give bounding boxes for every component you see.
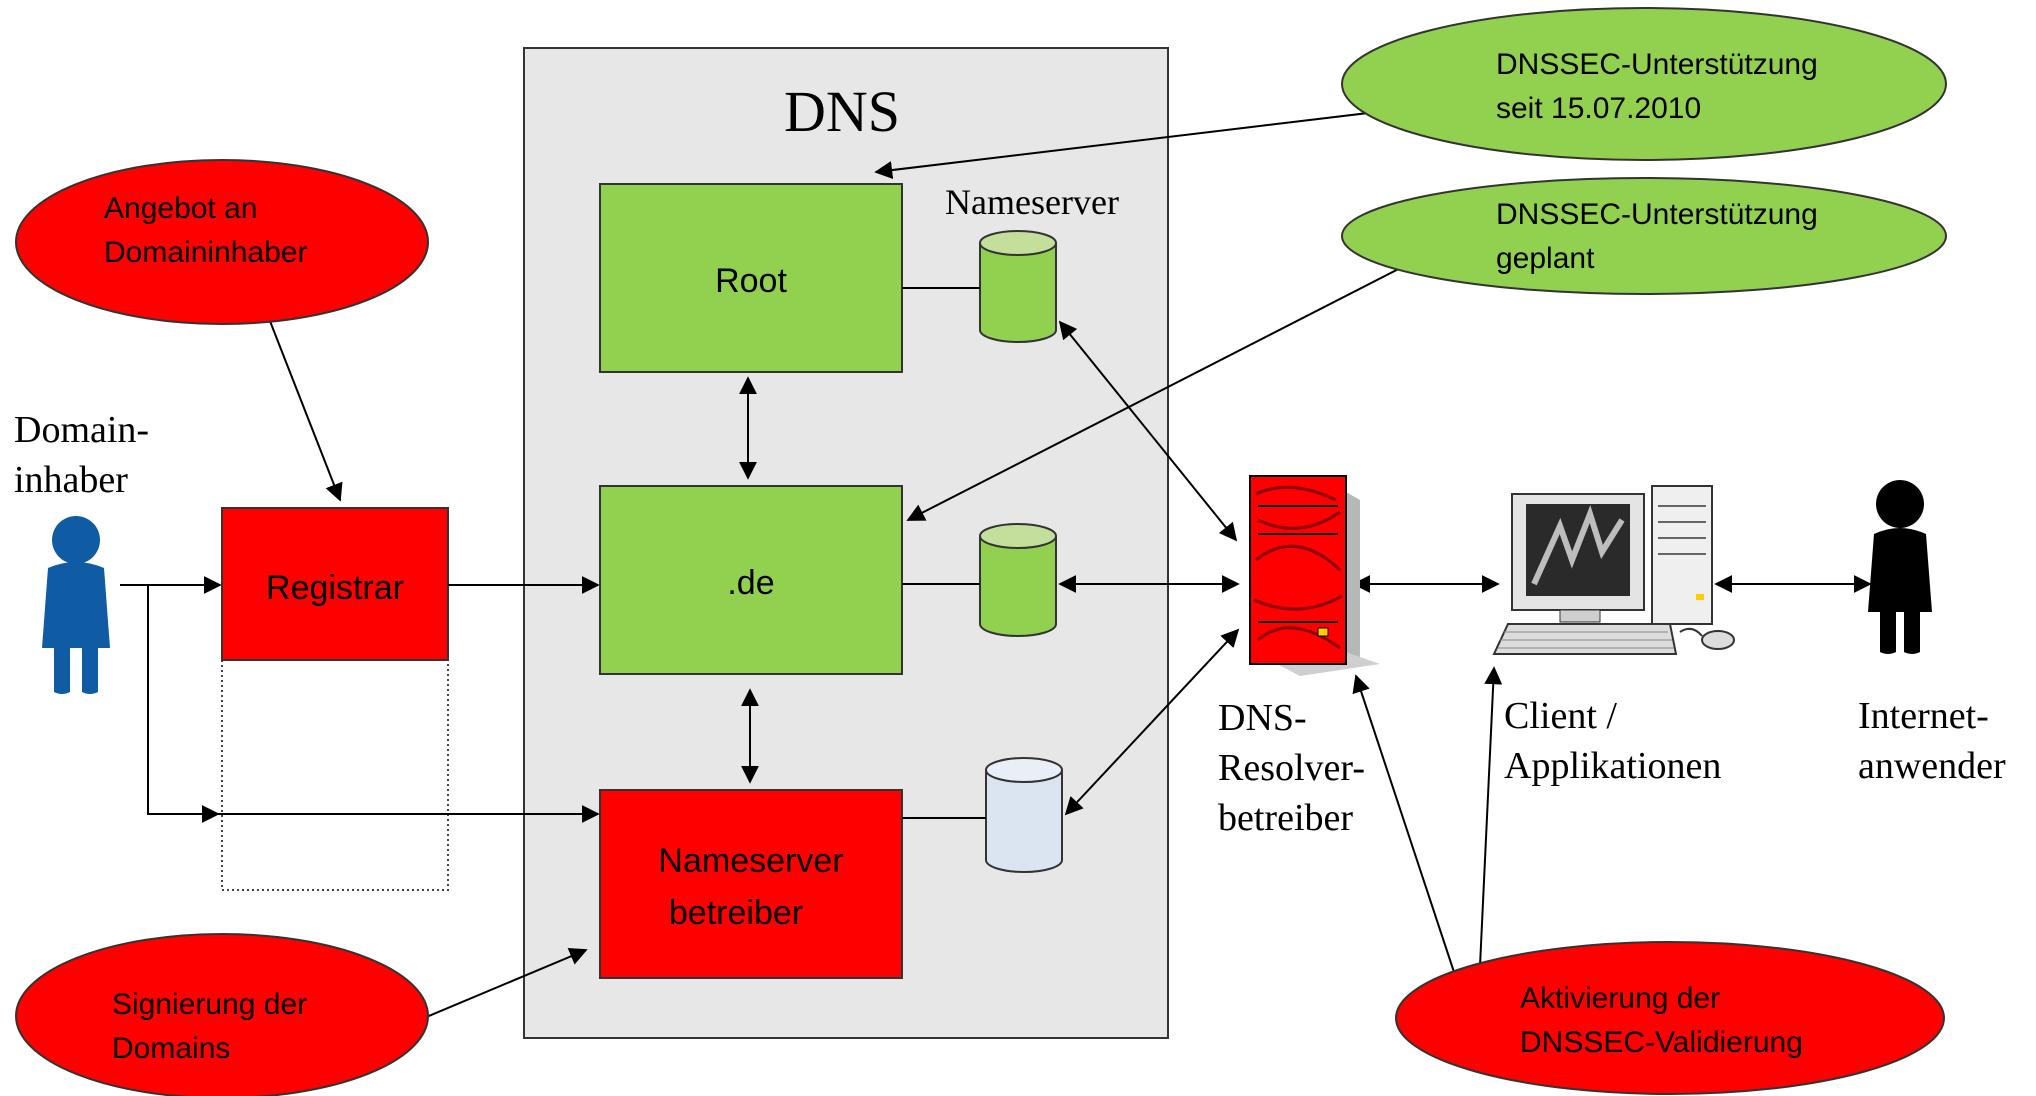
resolver-server-icon	[1249, 475, 1380, 676]
aktivierung-callout-line-1: Aktivierung der	[1520, 982, 1720, 1015]
registrar-dotted-extension	[221, 659, 449, 891]
nameserver-betreiber-box	[599, 789, 903, 979]
domaininhaber-label-2: inhaber	[14, 459, 128, 501]
resolver-label-2: Resolver-	[1218, 747, 1365, 789]
internetanwender-label-2: anwender	[1858, 745, 2006, 787]
nameserver-betreiber-label-1: Nameserver	[658, 842, 843, 880]
dnssec-root-callout-line-2: seit 15.07.2010	[1496, 92, 1701, 125]
root-box	[599, 183, 903, 373]
root-nameserver-db-icon	[979, 230, 1057, 343]
de-box	[599, 485, 903, 675]
signierung-callout	[15, 933, 429, 1096]
dnssec-de-callout-line-2: geplant	[1496, 242, 1595, 275]
root-box-label: Root	[715, 262, 787, 300]
registrar-label: Registrar	[266, 569, 404, 607]
angebot-callout-line-1: Angebot an	[104, 192, 257, 225]
angebot-callout	[15, 159, 429, 325]
dnssec-de-callout	[1341, 177, 1947, 295]
betreiber-db-resolver-arrow	[1064, 628, 1240, 816]
dnssec-root-pointer	[874, 107, 1411, 180]
signierung-callout-line-2: Domains	[112, 1032, 230, 1065]
signierung-pointer	[423, 947, 588, 1019]
dnssec-root-callout-line-1: DNSSEC-Unterstützung	[1496, 48, 1818, 81]
client-computer-icon	[1492, 485, 1735, 655]
nameserver-label: Nameserver	[945, 182, 1119, 222]
resolver-label-3: betreiber	[1218, 797, 1353, 839]
domaininhaber-label-1: Domain-	[14, 409, 149, 451]
registrar-box	[221, 507, 449, 661]
internetanwender-person-icon	[1868, 480, 1932, 654]
de-nameserver-db-icon	[979, 523, 1057, 637]
root-db-resolver-arrow	[1058, 320, 1238, 542]
nameserver-betreiber-label-2: betreiber	[669, 894, 803, 932]
signierung-callout-line-1: Signierung der	[112, 988, 307, 1021]
aktivierung-callout-line-2: DNSSEC-Validierung	[1520, 1026, 1803, 1059]
betreiber-nameserver-db-icon	[985, 757, 1063, 873]
de-box-label: .de	[727, 564, 774, 602]
owner-branch-line	[147, 585, 220, 823]
dnssec-root-callout	[1341, 7, 1947, 161]
internetanwender-label-1: Internet-	[1858, 695, 1989, 737]
client-label-1: Client /	[1504, 695, 1617, 737]
client-label-2: Applikationen	[1504, 745, 1721, 787]
dnssec-de-pointer	[906, 255, 1425, 521]
aktivierung-client-pointer	[1479, 666, 1503, 967]
angebot-callout-line-2: Domaininhaber	[104, 236, 307, 269]
aktivierung-callout	[1395, 941, 1945, 1095]
dnssec-de-callout-line-1: DNSSEC-Unterstützung	[1496, 198, 1818, 231]
domaininhaber-person-icon	[42, 516, 110, 694]
aktivierung-resolver-pointer	[1352, 674, 1455, 973]
resolver-label-1: DNS-	[1218, 697, 1307, 739]
dns-zone-title: DNS	[784, 79, 900, 144]
